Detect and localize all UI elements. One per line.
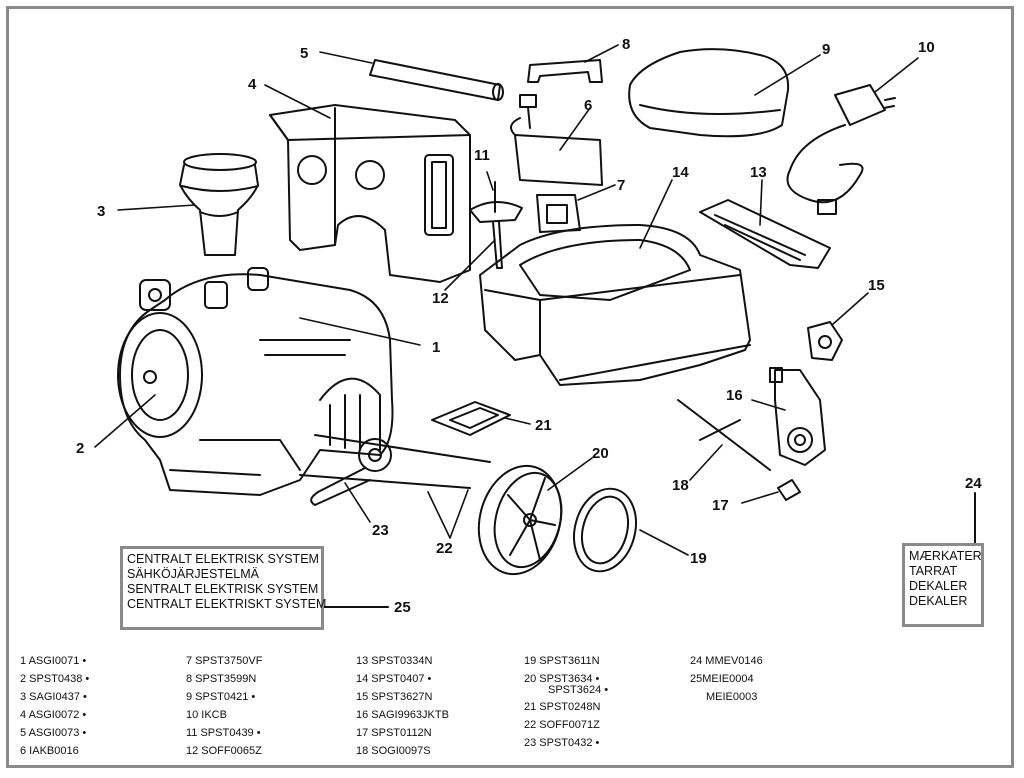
decal-line-1: MÆRKATER bbox=[909, 549, 982, 563]
list-item: 5 ASGI0073 • bbox=[20, 727, 87, 739]
callout-9: 9 bbox=[822, 41, 830, 58]
callout-25: 25 bbox=[394, 599, 411, 616]
part-1-locomotive-body bbox=[117, 267, 394, 496]
list-item: 8 SPST3599N bbox=[186, 673, 257, 685]
callout-23: 23 bbox=[372, 522, 389, 539]
electrical-line-4: CENTRALT ELEKTRISKT SYSTEM bbox=[127, 597, 327, 611]
part-18-axle bbox=[677, 399, 771, 471]
part-6-battery bbox=[510, 94, 603, 186]
callout-15: 15 bbox=[868, 277, 885, 294]
part-23-crank bbox=[310, 438, 392, 506]
part-5-tube bbox=[369, 59, 504, 101]
list-item: 16 SAGI9963JKTB bbox=[356, 709, 449, 721]
list-item: 22 SOFF0071Z bbox=[524, 719, 600, 731]
part-19-tire bbox=[573, 487, 637, 573]
decal-line-4: DEKALER bbox=[909, 594, 968, 608]
callout-8: 8 bbox=[622, 36, 630, 53]
parts-list-col-5: 24 MMEV0146 25MEIE0004 MEIE0003 bbox=[690, 652, 763, 706]
part-4-cab bbox=[269, 104, 471, 283]
list-item: 9 SPST0421 • bbox=[186, 691, 256, 703]
callout-11: 11 bbox=[474, 147, 490, 164]
callout-19: 19 bbox=[690, 550, 707, 567]
electrical-line-1: CENTRALT ELEKTRISK SYSTEM bbox=[127, 552, 319, 566]
part-20-wheel bbox=[477, 464, 563, 576]
list-item: 1 ASGI0071 • bbox=[20, 655, 87, 667]
callout-21: 21 bbox=[535, 417, 552, 434]
part-15-gear bbox=[807, 321, 843, 361]
list-item: 24 MMEV0146 bbox=[690, 655, 763, 667]
parts-list-col-4: 19 SPST3611N 20 SPST3634 • SPST3624 • 21… bbox=[524, 652, 608, 752]
part-22-rods bbox=[299, 434, 491, 489]
callout-12: 12 bbox=[432, 290, 449, 307]
part-17-cap bbox=[777, 479, 801, 501]
callout-24: 24 bbox=[965, 475, 982, 492]
callout-20: 20 bbox=[592, 445, 609, 462]
diagram-frame bbox=[6, 6, 1014, 768]
list-item: 14 SPST0407 • bbox=[356, 673, 432, 685]
list-item: 13 SPST0334N bbox=[356, 655, 433, 667]
part-7-switch bbox=[536, 194, 581, 233]
callout-22: 22 bbox=[436, 540, 453, 557]
list-item: SPST3624 • bbox=[548, 684, 609, 696]
list-item: 7 SPST3750VF bbox=[186, 655, 263, 667]
list-item: 11 SPST0439 • bbox=[186, 727, 261, 739]
callout-5: 5 bbox=[300, 45, 308, 62]
callout-2: 2 bbox=[76, 440, 84, 457]
part-10-charger bbox=[786, 84, 896, 215]
electrical-system-box: CENTRALT ELEKTRISK SYSTEM SÄHKÖJÄRJESTEL… bbox=[120, 546, 327, 630]
part-13-grille bbox=[699, 199, 831, 269]
list-item: MEIE0003 bbox=[706, 691, 758, 703]
list-item: 2 SPST0438 • bbox=[20, 673, 90, 685]
list-item: 15 SPST3627N bbox=[356, 691, 433, 703]
list-item: 20 SPST3634 • bbox=[524, 673, 600, 685]
callout-13: 13 bbox=[750, 164, 767, 181]
part-14-chassis bbox=[479, 224, 751, 386]
list-item: 10 IKCB bbox=[186, 709, 227, 721]
list-item: 12 SOFF0065Z bbox=[186, 745, 262, 757]
decal-box: MÆRKATER TARRAT DEKALER DEKALER bbox=[902, 543, 984, 627]
parts-list-col-2: 7 SPST3750VF 8 SPST3599N 9 SPST0421 • 10… bbox=[186, 652, 262, 760]
parts-list-col-1: 1 ASGI0071 • 2 SPST0438 • 3 SAGI0437 • 4… bbox=[20, 652, 89, 760]
list-item: 17 SPST0112N bbox=[356, 727, 432, 739]
callout-7: 7 bbox=[617, 177, 625, 194]
list-item: 4 ASGI0072 • bbox=[20, 709, 87, 721]
list-item: 25MEIE0004 bbox=[690, 673, 754, 685]
callout-6: 6 bbox=[584, 97, 592, 114]
part-16-gearbox bbox=[769, 367, 826, 466]
electrical-line-3: SENTRALT ELEKTRISK SYSTEM bbox=[127, 582, 319, 596]
part-12-steering-column bbox=[469, 181, 523, 269]
list-item: 23 SPST0432 • bbox=[524, 737, 600, 749]
callout-1: 1 bbox=[432, 339, 440, 356]
list-item: 21 SPST0248N bbox=[524, 701, 601, 713]
part-21-plate bbox=[431, 401, 511, 436]
part-3-smokestack bbox=[179, 153, 259, 256]
parts-list-col-3: 13 SPST0334N 14 SPST0407 • 15 SPST3627N … bbox=[356, 652, 449, 760]
callout-4: 4 bbox=[248, 76, 257, 93]
callout-17: 17 bbox=[712, 497, 729, 514]
part-8-bracket bbox=[527, 59, 603, 83]
part-9-seat bbox=[628, 48, 790, 138]
callout-14: 14 bbox=[672, 164, 689, 181]
decal-line-2: TARRAT bbox=[909, 564, 958, 578]
callout-16: 16 bbox=[726, 387, 743, 404]
list-item: 19 SPST3611N bbox=[524, 655, 600, 667]
list-item: 6 IAKB0016 bbox=[20, 745, 79, 757]
list-item: 3 SAGI0437 • bbox=[20, 691, 87, 703]
callout-3: 3 bbox=[97, 203, 105, 220]
callout-18: 18 bbox=[672, 477, 689, 494]
decal-line-3: DEKALER bbox=[909, 579, 968, 593]
electrical-line-2: SÄHKÖJÄRJESTELMÄ bbox=[127, 567, 259, 581]
callout-10: 10 bbox=[918, 39, 935, 56]
list-item: 18 SOGI0097S bbox=[356, 745, 431, 757]
